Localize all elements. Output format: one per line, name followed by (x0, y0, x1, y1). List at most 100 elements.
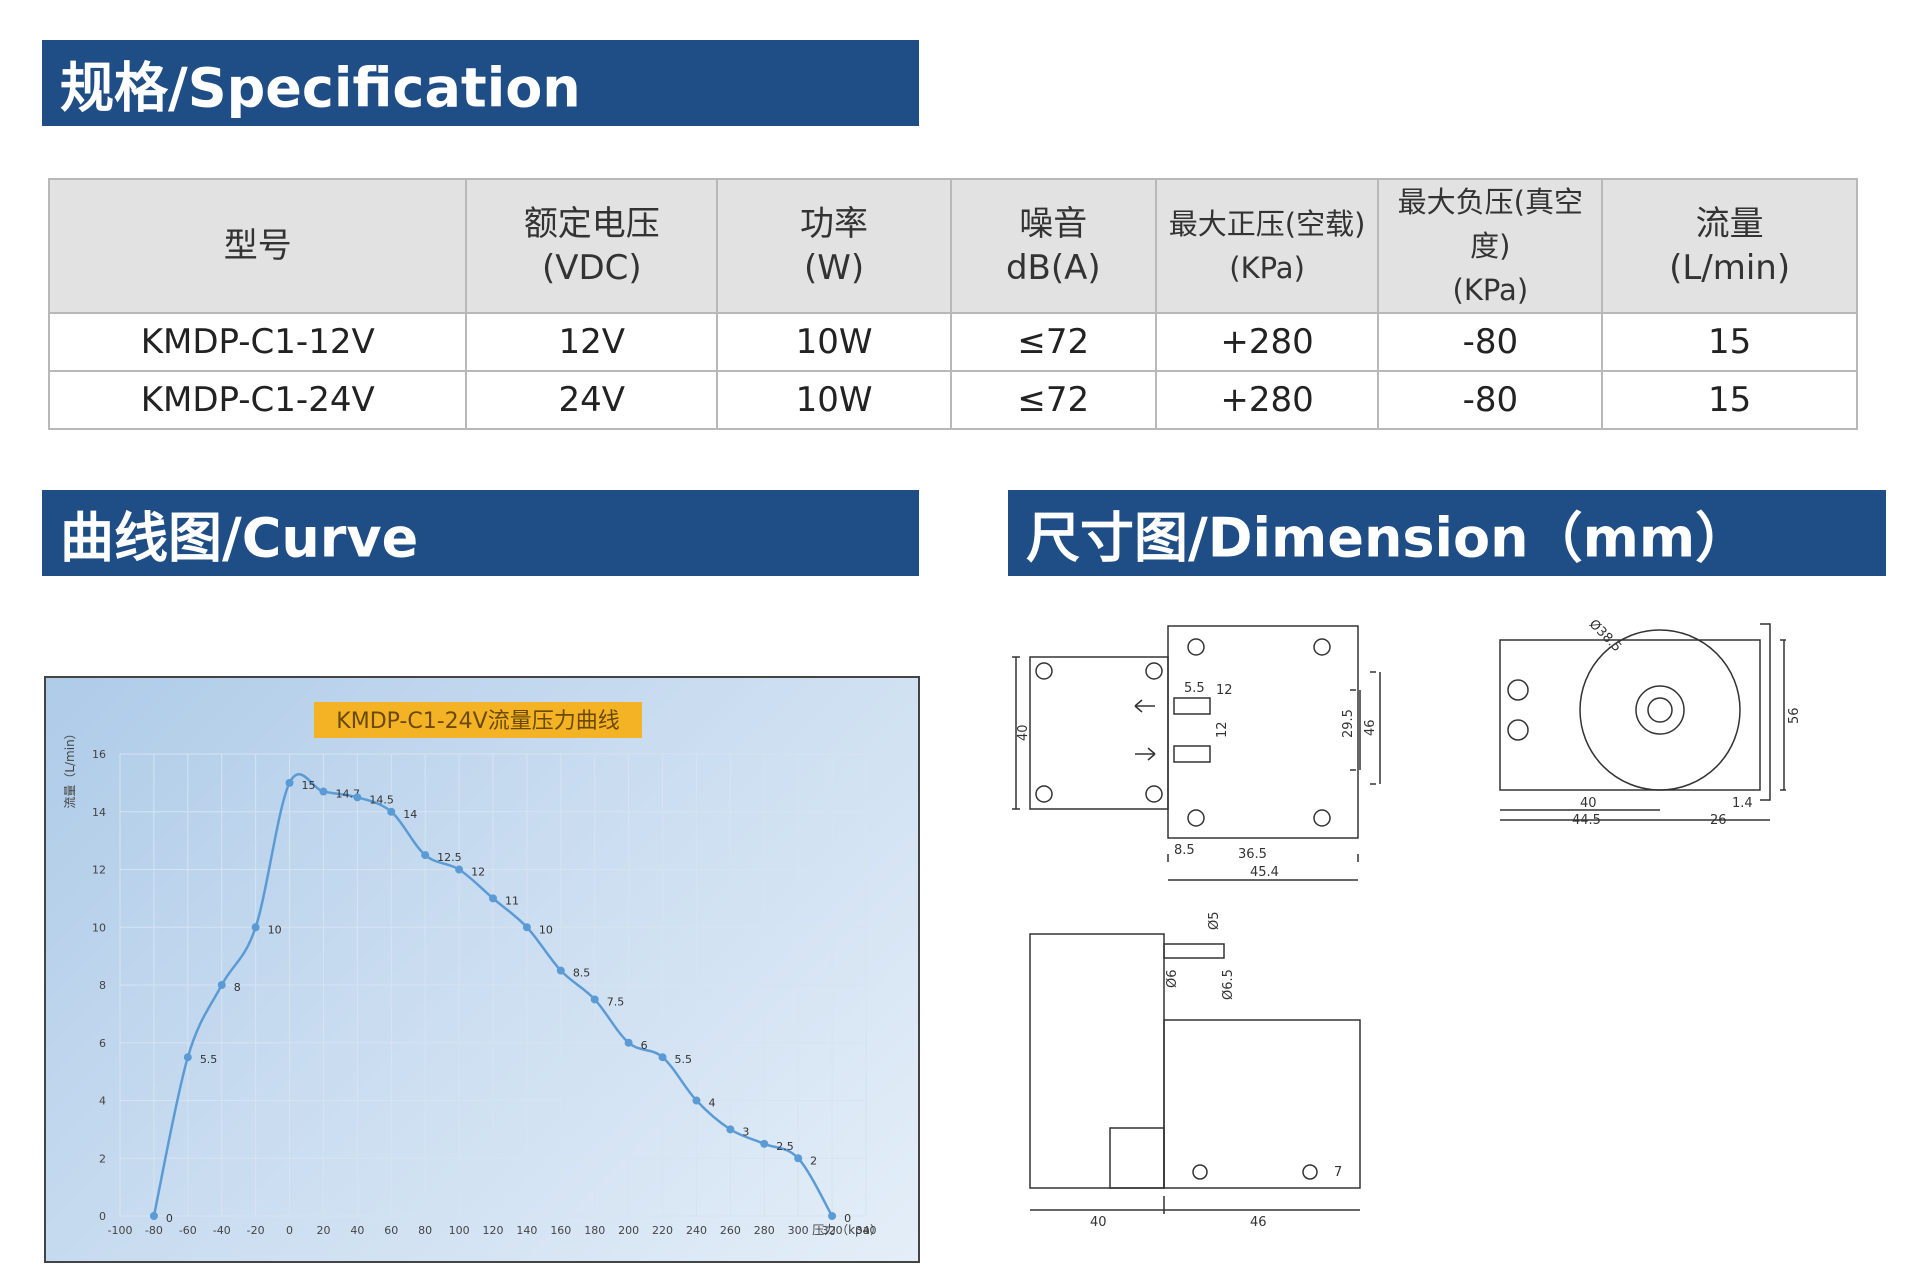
mount-hole-icon (1302, 1164, 1318, 1180)
x-tick-label: 240 (686, 1224, 707, 1237)
dimension-line (1370, 671, 1381, 785)
cell-model: KMDP-C1-12V (47, 312, 468, 372)
cell-voltage: 12V (465, 312, 719, 372)
y-tick-label: 0 (99, 1210, 106, 1223)
side-view-body (1499, 639, 1761, 791)
chart-data-label: 3 (742, 1125, 749, 1138)
x-tick-label: -60 (179, 1224, 197, 1237)
chart-data-point (421, 851, 430, 860)
chart-data-label: 7.5 (607, 995, 625, 1008)
x-tick-label: -80 (145, 1224, 163, 1237)
x-tick-label: -40 (213, 1224, 231, 1237)
shaft-hole (1647, 697, 1673, 723)
table-row: KMDP-C1-24V 24V 10W ≤72 +280 -80 15 (47, 370, 1858, 430)
dim-label: 36.5 (1238, 847, 1267, 862)
chart-data-point (624, 1038, 633, 1047)
chart-data-label: 12 (471, 866, 485, 879)
dim-label: 12 (1215, 721, 1230, 738)
chart-data-point (183, 1053, 192, 1062)
chart-data-label: 14.5 (369, 793, 394, 806)
y-tick-label: 14 (92, 806, 106, 819)
header-model: 型号 (47, 178, 468, 314)
dimension-section-title: 尺寸图/Dimension（mm） (1026, 506, 1750, 570)
header-flow: 流量(L/min) (1601, 178, 1858, 314)
dim-label: 7 (1334, 1165, 1342, 1180)
dim-label: 40 (1580, 796, 1597, 811)
front-view-motor-face (1029, 656, 1169, 810)
chart-data-point (726, 1125, 735, 1134)
x-tick-label: 340 (856, 1224, 877, 1237)
x-tick-label: 320 (822, 1224, 843, 1237)
port-icon (1507, 719, 1529, 741)
arrow-left-icon (1134, 699, 1155, 713)
dim-label: 56 (1787, 707, 1802, 724)
chart-grid (119, 753, 867, 1217)
dim-label: 40 (1090, 1215, 1107, 1230)
chart-data-point (217, 981, 226, 989)
dim-label: 45.4 (1250, 865, 1279, 880)
chart-data-label: 0 (166, 1212, 173, 1225)
chart-data-point (692, 1096, 701, 1105)
chart-x-axis-label: 压力（kpa） (812, 1223, 882, 1237)
chart-data-point (489, 894, 497, 903)
front-view-pump-body (1167, 625, 1359, 839)
chart-data-label: 5.5 (675, 1053, 693, 1066)
mount-hole-icon (1145, 785, 1163, 803)
header-max-pressure: 最大正压(空载)(KPa) (1154, 178, 1380, 314)
chart-data-point (556, 966, 565, 975)
y-tick-label: 10 (92, 921, 106, 934)
dimension-line (1780, 639, 1786, 791)
x-tick-label: 200 (618, 1224, 639, 1237)
dim-label: 29.5 (1341, 709, 1356, 738)
chart-data-label: 4 (708, 1097, 715, 1110)
mounting-bracket (1760, 623, 1771, 801)
cell-max-vacuum: -80 (1377, 312, 1604, 372)
dimension-drawings: 40 12 5.5 12 29.5 46 8.5 36.5 45.4 Ø38.5… (1012, 617, 1802, 1230)
x-tick-label: 300 (788, 1224, 809, 1237)
mount-hole-icon (1145, 662, 1163, 680)
top-view-pump-body (1163, 1019, 1361, 1189)
cell-noise: ≤72 (949, 370, 1157, 430)
header-voltage: 额定电压(VDC) (465, 178, 719, 314)
y-tick-label: 2 (99, 1152, 106, 1165)
x-tick-label: 100 (449, 1224, 470, 1237)
dim-label: 46 (1363, 719, 1378, 736)
chart-svg: KMDP-C1-24V流量压力曲线 流量（L/min） 压力（kpa） -100… (63, 702, 882, 1237)
curve-section-banner: 曲线图/Curve (42, 490, 919, 576)
chart-data-label: 14 (403, 808, 417, 821)
dim-label: 12 (1216, 683, 1233, 698)
cell-model: KMDP-C1-24V (47, 370, 468, 430)
x-tick-label: 280 (754, 1224, 775, 1237)
chart-data-label: 5.5 (200, 1053, 218, 1066)
y-tick-label: 4 (99, 1095, 106, 1108)
x-tick-label: 40 (350, 1224, 364, 1237)
chart-data-point (455, 865, 464, 874)
chart-data-point (387, 807, 396, 816)
chart-data-label: 2.5 (776, 1140, 794, 1153)
dim-label: 46 (1250, 1215, 1267, 1230)
chart-data-label: 0 (844, 1212, 851, 1225)
chart-data-point (319, 787, 328, 796)
dim-label: 44.5 (1572, 813, 1601, 828)
y-tick-label: 16 (92, 748, 106, 761)
dim-label: Ø38.5 (1586, 617, 1624, 655)
chart-data-point (590, 995, 599, 1004)
dim-label: Ø6 (1165, 969, 1180, 988)
cell-power: 10W (716, 370, 952, 430)
mount-hole-icon (1192, 1164, 1208, 1180)
inlet-port (1173, 697, 1211, 715)
cell-max-vacuum: -80 (1377, 370, 1604, 430)
cell-voltage: 24V (465, 370, 719, 430)
arrow-right-icon (1135, 747, 1156, 761)
chart-data-point (285, 778, 294, 787)
y-tick-label: 6 (99, 1037, 106, 1050)
cell-max-pressure: +280 (1154, 312, 1380, 372)
shaft-circle (1635, 685, 1685, 735)
dimension-line (1350, 689, 1361, 771)
cell-power: 10W (716, 312, 952, 372)
